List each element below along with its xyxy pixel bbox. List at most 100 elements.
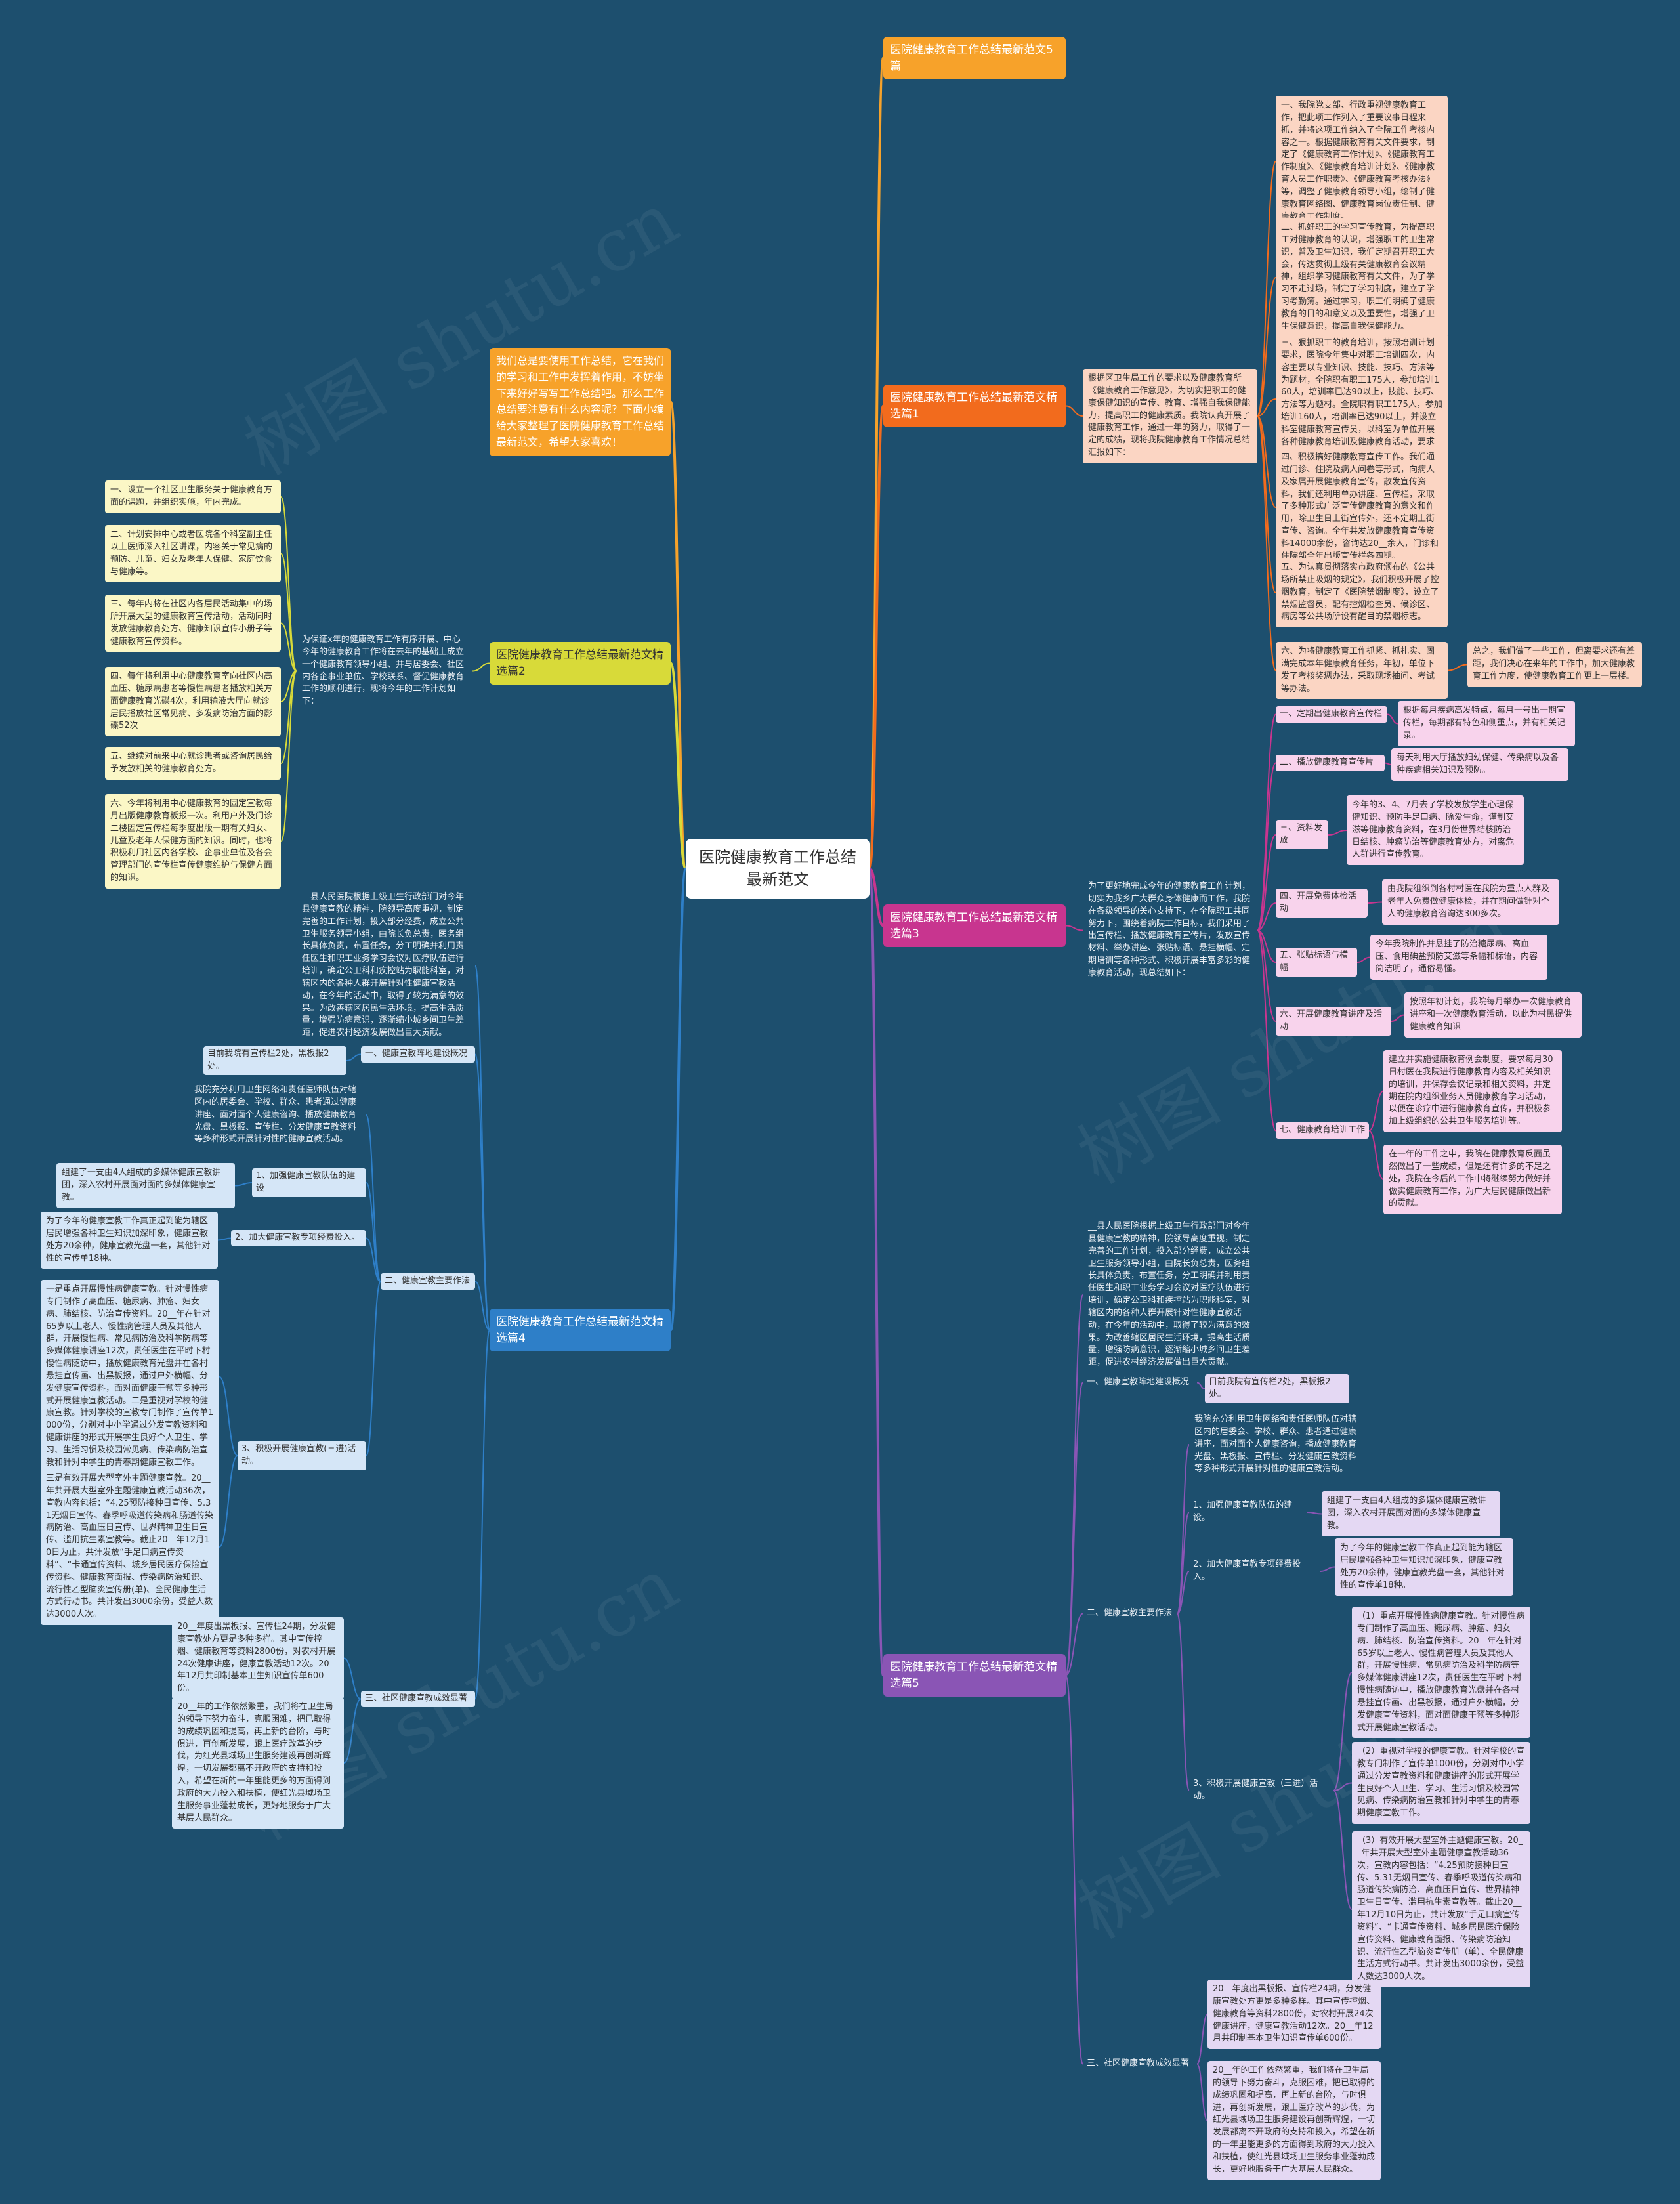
connector-line [474, 965, 490, 1331]
article-1-item[interactable]: 三、狠抓职工的教育培训，按照培训计划要求，医院今年集中对职工培训四次，内容主要以… [1276, 333, 1448, 465]
connector-line [474, 1329, 490, 1700]
connector-line [234, 1182, 253, 1187]
connector-line [1257, 713, 1276, 931]
connector-line [219, 1376, 238, 1456]
connector-line [868, 404, 885, 870]
article-4-section-label[interactable]: 一、健康宣教阵地建设概况 [361, 1046, 475, 1063]
connector-line [280, 670, 297, 702]
connector-line [472, 662, 490, 672]
article-4-section-text[interactable]: 20__年的工作依然繁重，我们将在卫生局的领导下努力奋斗，克服困难，把已取得的成… [172, 1697, 344, 1829]
article-5-method-text[interactable]: 为了今年的健康宣教工作真正起到能为辖区居民增强各种卫生知识加深印象，健康宣教处方… [1335, 1538, 1513, 1596]
article-3-section-label[interactable]: 七、健康教育培训工作 [1276, 1122, 1369, 1139]
connector-line [1065, 1294, 1083, 1676]
article-5-method-text[interactable]: （2）重视对学校的健康宣教。针对学校的宣教专门制作了宣传单1000份，分别对中小… [1352, 1742, 1530, 1825]
article-3-section-text[interactable]: 今年的3、4、7月去了学校发放学生心理保健知识、预防手足口病、除爱生命，谨制艾滋… [1347, 795, 1524, 866]
branch-article-2[interactable]: 医院健康教育工作总结最新范文精选篇2 [490, 642, 671, 685]
connector-line [1257, 415, 1276, 508]
article-4-section-text[interactable]: 目前我院有宣传栏2处，黑板报2处。 [203, 1046, 346, 1075]
article-1-item[interactable]: 二、抓好职工的学习宣传教育，为提高职工对健康教育的认识，增强职工的卫生常识，普及… [1276, 218, 1448, 337]
article-3-section-label[interactable]: 二、播放健康教育宣传片 [1276, 755, 1385, 771]
connector-line [366, 1114, 381, 1282]
connector-line [343, 1657, 362, 1700]
article-1-conclusion[interactable]: 总之，我们做了一些工作，但离要求还有差距，我们决心在来年的工作中，加大健康教育工… [1467, 642, 1642, 687]
article-4-method-text[interactable]: 组建了一支由4人组成的多媒体健康宣教讲团，深入农村开展面对面的多媒体健康宣教。 [56, 1163, 235, 1208]
article-3-section-text[interactable]: 根据每月疾病高发特点，每月一号出一期宣传栏，每期都有特色和侧重点，并有相关记录。 [1398, 701, 1575, 746]
connector-line [1387, 713, 1398, 725]
branch-article-5[interactable]: 医院健康教育工作总结最新范文精选篇5 [883, 1654, 1066, 1697]
article-5-method-label[interactable]: 2、加大健康宣教专项经费投入。 [1193, 1559, 1301, 1582]
connector-line [280, 553, 297, 672]
article-3-section-label[interactable]: 六、开展健康教育讲座及活动 [1276, 1007, 1391, 1036]
article-4-method-label[interactable]: 2、加大健康宣教专项经费投入。 [231, 1230, 366, 1246]
article-5-method-text[interactable]: 组建了一支由4人组成的多媒体健康宣教讲团，深入农村开展面对面的多媒体健康宣教。 [1322, 1491, 1500, 1536]
article-5-method-label[interactable]: 3、积极开展健康宣教（三进）活动。 [1193, 1779, 1318, 1801]
article-4-method-label[interactable]: 1、加强健康宣教队伍的建设 [252, 1168, 366, 1197]
article-2-item[interactable]: 一、设立一个社区卫生服务关于健康教育方面的课题，并组织实施，年内完成。 [105, 480, 281, 513]
article-3-section-text[interactable]: 由我院组织到各村村医在我院为重点人群及老年人免费做健康体检，并在期间做针对个人的… [1382, 879, 1559, 925]
article-4-section-text[interactable]: 20__年度出黑板报、宣传栏24期，分发健康宣教处方更是多种多样。其中宣传控烟、… [172, 1617, 344, 1700]
article-2-item[interactable]: 六、今年将利用中心健康教育的固定宣教每月出版健康教育板报一次。利用户外及门诊二楼… [105, 794, 281, 889]
article-5-section-label[interactable]: 二、健康宣教主要作法 [1087, 1608, 1173, 1618]
article-4-summary[interactable]: __县人民医院根据上级卫生行政部门对今年县健康宣教的精神，院领导高度重视，制定完… [302, 892, 465, 1038]
article-2-item[interactable]: 二、计划安排中心或者医院各个科室副主任以上医师深入社区讲课，内容关于常见病的预防… [105, 525, 281, 583]
article-5-section-label[interactable]: 一、健康宣教阵地建设概况 [1087, 1377, 1190, 1387]
article-4-section-text[interactable]: 我院充分利用卫生网络和责任医师队伍对辖区内的居委会、学校、群众、患者通过健康讲座… [194, 1085, 357, 1145]
connector-line [1196, 1382, 1206, 1389]
connector-line [1368, 1130, 1384, 1180]
article-3-summary[interactable]: 为了更好地完成今年的健康教育工作计划，切实为我乡广大群众身体健康而工作，我院在各… [1088, 881, 1251, 978]
connector-line [366, 1182, 381, 1282]
branch-five-articles[interactable]: 医院健康教育工作总结最新范文5篇 [883, 37, 1066, 80]
connector-line [1065, 1674, 1083, 2065]
article-4-section-label[interactable]: 三、社区健康宣教成效显著 [361, 1691, 475, 1707]
connector-line [868, 867, 885, 1677]
article-5-section-text[interactable]: 我院充分利用卫生网络和责任医师队伍对辖区内的居委会、学校、群众、患者通过健康讲座… [1194, 1414, 1357, 1474]
connector-line [1257, 277, 1276, 417]
article-3-conclusion[interactable]: 在一年的工作之中，我院在健康教育反面虽然做出了一些成绩，但是还有许多的不足之处，… [1383, 1145, 1562, 1215]
article-1-item[interactable]: 一、我院党支部、行政重视健康教育工作，把此项工作列入了重要议事日程来抓，并将这项… [1276, 96, 1448, 228]
article-3-section-text[interactable]: 每天利用大厅播放妇幼保健、传染病以及各种疾病相关知识及预防。 [1391, 748, 1568, 781]
article-5-section-text[interactable]: 20__年的工作依然繁重，我们将在卫生局的领导下努力奋斗，克服困难，把已取得的成… [1208, 2061, 1381, 2180]
article-2-item[interactable]: 四、每年将利用中心健康教育室向社区内高血压、糖尿病患者等慢性病患者播放相关方面健… [105, 667, 281, 737]
article-5-summary[interactable]: __县人民医院根据上级卫生行政部门对今年县健康宣教的精神，院领导高度重视，制定完… [1088, 1221, 1251, 1368]
article-2-item[interactable]: 三、每年内将在社区内各居民活动集中的场所开展大型的健康教育宣传活动，活动同时发放… [105, 595, 281, 652]
article-5-section-label[interactable]: 三、社区健康宣教成效显著 [1087, 2058, 1190, 2068]
connector-line [1065, 405, 1083, 417]
article-3-section-text[interactable]: 今年我院制作并悬挂了防治糖尿病、高血压、食用碘盐预防艾滋等条幅和标语，内容简洁明… [1370, 935, 1547, 980]
article-5-section-text[interactable]: 目前我院有宣传栏2处，黑板报2处。 [1205, 1374, 1349, 1403]
article-4-section-label[interactable]: 二、健康宣教主要作法 [381, 1273, 475, 1290]
article-1-item[interactable]: 六、为将健康教育工作抓紧、抓扎实、固满完成本年健康教育任务，年初，单位下发了考核… [1276, 642, 1448, 700]
article-4-method-label[interactable]: 3、积极开展健康宣教(三进)活动。 [238, 1441, 366, 1470]
connector-line [1328, 830, 1347, 836]
article-3-section-label[interactable]: 四、开展免费体检活动 [1276, 889, 1368, 918]
connector-line [1257, 161, 1276, 417]
article-1-summary[interactable]: 根据区卫生局工作的要求以及健康教育所《健康教育工作意见》，为切实把职工的健康保健… [1083, 369, 1257, 463]
article-1-item[interactable]: 五、为认真贯彻落实市政府颁布的《公共场所禁止吸烟的规定》，我们积极开展了控烟教育… [1276, 558, 1448, 628]
article-2-item[interactable]: 五、继续对前来中心就诊患者或咨询居民给予发放相关的健康教育处方。 [105, 747, 281, 780]
connector-line [1447, 664, 1468, 671]
connector-line [1333, 1672, 1353, 1791]
connector-line [280, 622, 297, 672]
connector-line [346, 1053, 362, 1061]
article-5-method-text[interactable]: （3）有效开展大型室外主题健康宣教。20__年共开展大型室外主题健康宣教活动36… [1352, 1831, 1530, 1988]
branch-article-1[interactable]: 医院健康教育工作总结最新范文精选篇1 [883, 385, 1066, 428]
article-1-item[interactable]: 四、积极搞好健康教育宣传工作。我们通过门诊、住院及病人问卷等形式，向病人及家属开… [1276, 448, 1448, 567]
article-3-section-text[interactable]: 按照年初计划，我院每月举办一次健康教育讲座和一次健康教育活动，以此为村民提供健康… [1404, 992, 1582, 1038]
article-2-summary[interactable]: 为保证x年的健康教育工作有序开展、中心今年的健康教育工作将在去年的基础上成立一个… [302, 635, 465, 707]
article-5-method-label[interactable]: 1、加强健康宣教队伍的建设。 [1193, 1500, 1293, 1523]
article-5-method-text[interactable]: （1）重点开展慢性病健康宣教。针对慢性病专门制作了高血压、糖尿病、肿瘤、妇女病、… [1352, 1607, 1530, 1739]
article-5-section-text[interactable]: 20__年度出黑板报、宣传栏24期，分发健康宣教处方更是多种多样。其中宣传控烟、… [1208, 1980, 1381, 2050]
root-topic[interactable]: 医院健康教育工作总结最新范文 [686, 839, 870, 899]
article-4-method-text[interactable]: 为了今年的健康宣教工作真正起到能为辖区居民增强各种卫生知识加深印象，健康宣教处方… [41, 1212, 218, 1269]
connector-line [217, 1237, 232, 1241]
branch-article-3[interactable]: 医院健康教育工作总结最新范文精选篇3 [883, 904, 1066, 948]
article-3-section-label[interactable]: 五、张贴标语与横幅 [1276, 948, 1357, 977]
article-3-section-label[interactable]: 三、资料发放 [1276, 820, 1328, 849]
article-3-section-label[interactable]: 一、定期出健康教育宣传栏 [1276, 706, 1387, 723]
article-4-method-text[interactable]: 一是重点开展慢性病健康宣教。针对慢性病专门制作了高血压、糖尿病、肿瘤、妇女病、肺… [41, 1280, 219, 1473]
connector-line [474, 1281, 490, 1331]
branch-article-4[interactable]: 医院健康教育工作总结最新范文精选篇4 [490, 1309, 671, 1352]
article-4-method-text[interactable]: 三是有效开展大型室外主题健康宣教。20__年共开展大型室外主题健康宣教活动36次… [41, 1469, 219, 1626]
article-3-section-text[interactable]: 建立并实施健康教育例会制度，要求每月30日村医在我院进行健康教育内容及相关知识的… [1383, 1050, 1562, 1133]
intro-note[interactable]: 我们总是要使用工作总结，它在我们的学习和工作中发挥着作用，不妨坐下来好好写写工作… [490, 348, 671, 456]
